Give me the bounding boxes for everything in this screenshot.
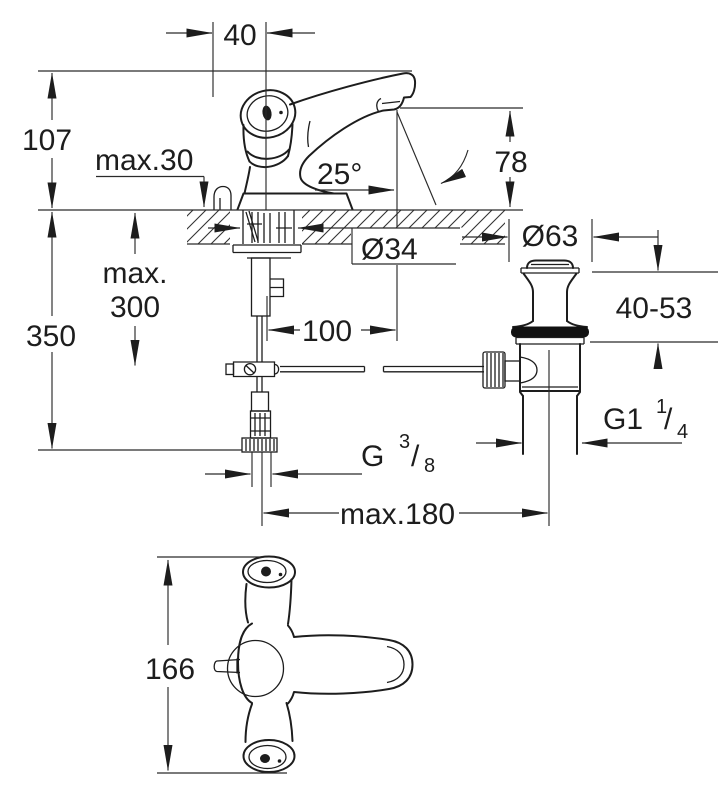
dim-mounting-hole-dia: Ø34	[361, 233, 418, 266]
plan-spout-outline	[287, 624, 414, 705]
supply-thread-slash: /	[411, 440, 420, 473]
dim-waste-adjust-range: 40-53	[616, 292, 693, 325]
waste-thread-numerator: 1	[656, 396, 667, 418]
plan-bottom-handle	[242, 702, 296, 773]
dimension-lines	[38, 22, 718, 774]
pull-rod	[256, 316, 263, 362]
waste-thread-base: G1	[603, 403, 643, 436]
valve-body-circle	[226, 639, 285, 698]
base-escutcheon	[236, 192, 354, 211]
plan-top-handle	[242, 555, 296, 625]
dim-waste-plug-dia: Ø63	[522, 220, 579, 253]
waste-tailpipe	[522, 395, 578, 455]
supply-thread-base: G	[361, 440, 384, 473]
mounting-shank	[232, 210, 302, 259]
rod-linkage-clamp	[225, 361, 280, 378]
plan-body-left-edge	[237, 622, 253, 704]
supply-nut	[241, 437, 278, 453]
dim-supply-thread: G 3 / 8	[361, 431, 435, 477]
supply-thread-denominator: 8	[424, 455, 435, 477]
dim-handle-width: 40	[223, 19, 256, 52]
temp-indicator-dot	[262, 105, 272, 121]
dim-spout-angle: 25°	[317, 158, 362, 191]
dim-outlet-height: 78	[494, 146, 527, 179]
waste-thread-denominator: 4	[677, 421, 688, 443]
faucet-side-view	[213, 72, 417, 259]
pop-up-waste	[482, 259, 589, 455]
hose-end-fitting	[241, 410, 278, 453]
dim-max-rod-depth-value: 300	[110, 291, 160, 324]
pop-up-lift-rod	[213, 185, 232, 210]
waste-plug-cap	[520, 259, 580, 274]
gasket-flange	[515, 336, 585, 345]
faucet-plan-view	[213, 555, 414, 773]
hose-elbow-fitting	[270, 278, 285, 298]
dim-below-deck-height: 350	[26, 320, 76, 353]
dim-max-deck-thickness: max.30	[95, 144, 193, 177]
handle-knob	[239, 89, 297, 169]
waste-neck	[522, 272, 578, 322]
waste-thread-slash: /	[664, 403, 673, 436]
dimension-labels: 40 107 max.30 25° 78 Ø34 Ø63 max. 300 35…	[22, 19, 692, 686]
dim-plan-view-length: 166	[145, 653, 195, 686]
supply-hose-and-linkage	[225, 257, 484, 453]
rubber-gasket	[511, 326, 589, 338]
aerator-outlet	[376, 97, 401, 112]
dim-height-above-deck: 107	[22, 124, 72, 157]
deck-cross-section	[187, 210, 505, 267]
horizontal-rod	[280, 365, 484, 373]
supply-thread-numerator: 3	[399, 431, 410, 453]
body-and-spout	[213, 72, 417, 211]
limiter-pin	[213, 658, 241, 674]
dim-max-waste-offset: max.180	[340, 498, 455, 531]
rod-adjuster-knob	[482, 351, 538, 389]
dim-spout-reach: 100	[302, 315, 352, 348]
dim-max-rod-depth-word: max.	[102, 257, 167, 290]
dim-waste-thread: G1 1 / 4	[603, 396, 688, 443]
